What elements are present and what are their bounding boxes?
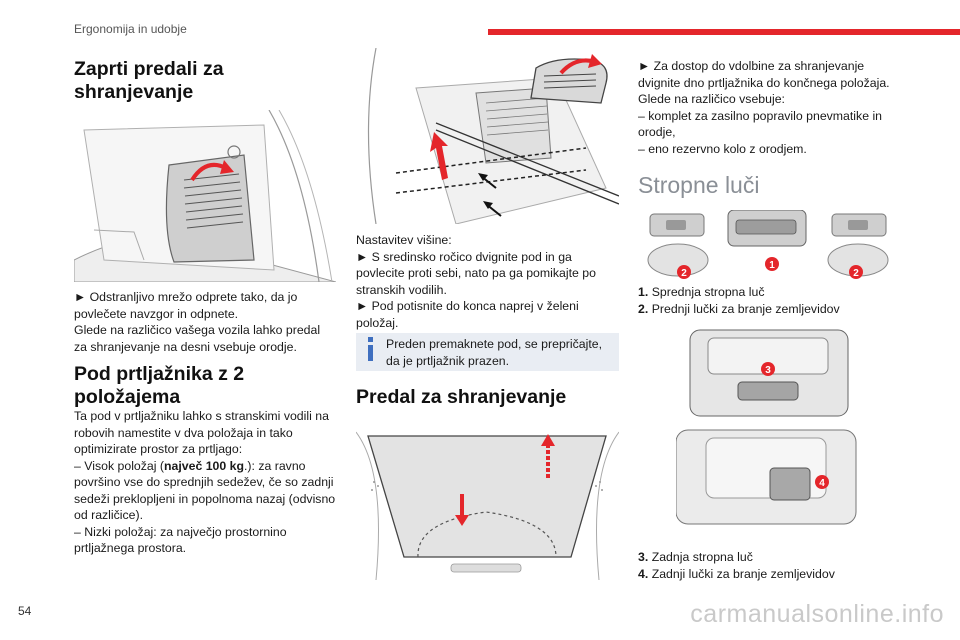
floor-intro: Ta pod v prtljažniku lahko s stranskimi … — [74, 409, 329, 456]
height-adjust-title: Nastavitev višine: — [356, 233, 452, 247]
storage-compartment-illustration — [356, 412, 619, 580]
legend-item: 3. Zadnja stropna luč — [638, 550, 753, 564]
footer-watermark: carmanualsonline.info — [690, 600, 944, 628]
front-ceiling-lights-illustration: 2 1 2 — [647, 210, 889, 279]
storage-access-text: ► Za dostop do vdolbine za shranjevanje … — [638, 59, 890, 156]
badge-1 — [765, 257, 779, 271]
badge-3 — [761, 362, 775, 376]
legend-rear: 3. Zadnja stropna luč 4. Zadnji lučki za… — [638, 549, 900, 582]
badge-4-label: 4 — [819, 478, 825, 489]
info-empty-trunk: Preden premaknete pod, se prepričajte, d… — [386, 337, 603, 368]
page-number: 54 — [18, 604, 32, 618]
running-header: Ergonomija in udobje — [74, 22, 187, 36]
legend-front: 1. Sprednja stropna luč 2. Prednji lučki… — [638, 284, 900, 317]
badge-3-label: 3 — [765, 365, 771, 376]
badge-2-right — [849, 265, 863, 279]
heading-storage-compartment: Predal za shranjevanje — [356, 386, 567, 408]
heading-closed-drawers: Zaprti predali za shranjevanje — [74, 58, 224, 103]
height-adjust-step-1: ► S sredinsko ročico dvignite pod in ga … — [356, 249, 596, 297]
drawer-illustration — [74, 110, 336, 282]
header-accent-bar — [488, 29, 960, 35]
badge-4 — [815, 475, 829, 489]
badge-2-right-label: 2 — [853, 268, 859, 279]
rear-ceiling-lights-illustration: 3 4 — [676, 329, 857, 525]
height-adjust-step-2: ► Pod potisnite do konca naprej v želeni… — [356, 299, 579, 330]
legend-item: 4. Zadnji lučki za branje zemljevidov — [638, 566, 835, 581]
badge-2-left — [677, 265, 691, 279]
heading-floor-two-positions: Pod prtljažnika z 2 položajema — [74, 363, 245, 408]
heading-ceiling-lights: Stropne luči — [638, 172, 760, 198]
info-icon — [368, 337, 373, 361]
legend-item: 2. Prednji lučki za branje zemljevidov — [638, 301, 840, 316]
floor-high-position: – Visok položaj (največ 100 kg.): za rav… — [74, 458, 336, 523]
badge-2-left-label: 2 — [681, 268, 687, 279]
section-drawers-heading-wrap: Zaprti predali za shranjevanje — [74, 58, 336, 104]
max-load: največ 100 kg — [164, 458, 244, 473]
drawer-instructions: ► Odstranljivo mrežo odprete tako, da jo… — [74, 290, 321, 354]
legend-item: 1. Sprednja stropna luč — [638, 285, 765, 299]
badge-1-label: 1 — [769, 260, 775, 271]
floor-adjust-illustration — [356, 48, 619, 224]
floor-low-position: – Nizki položaj: za največjo prostornino… — [74, 524, 287, 556]
info-box: Preden premaknete pod, se prepričajte, d… — [356, 333, 619, 371]
